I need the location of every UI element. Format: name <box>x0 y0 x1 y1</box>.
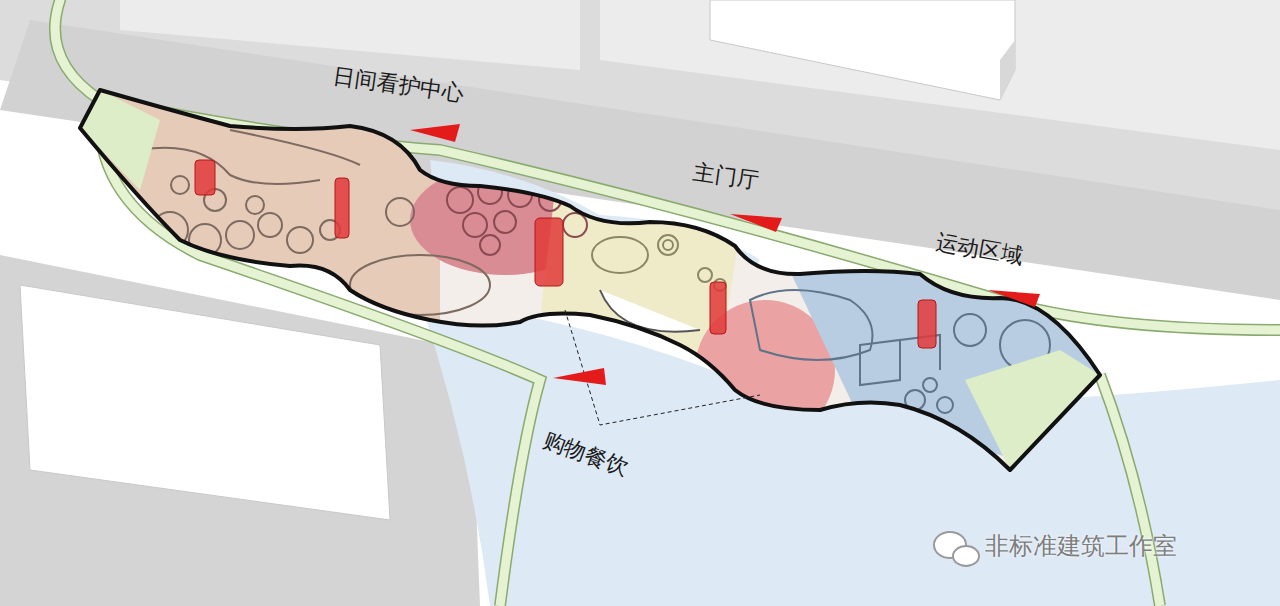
watermark: 非标准建筑工作室 <box>985 533 1177 559</box>
